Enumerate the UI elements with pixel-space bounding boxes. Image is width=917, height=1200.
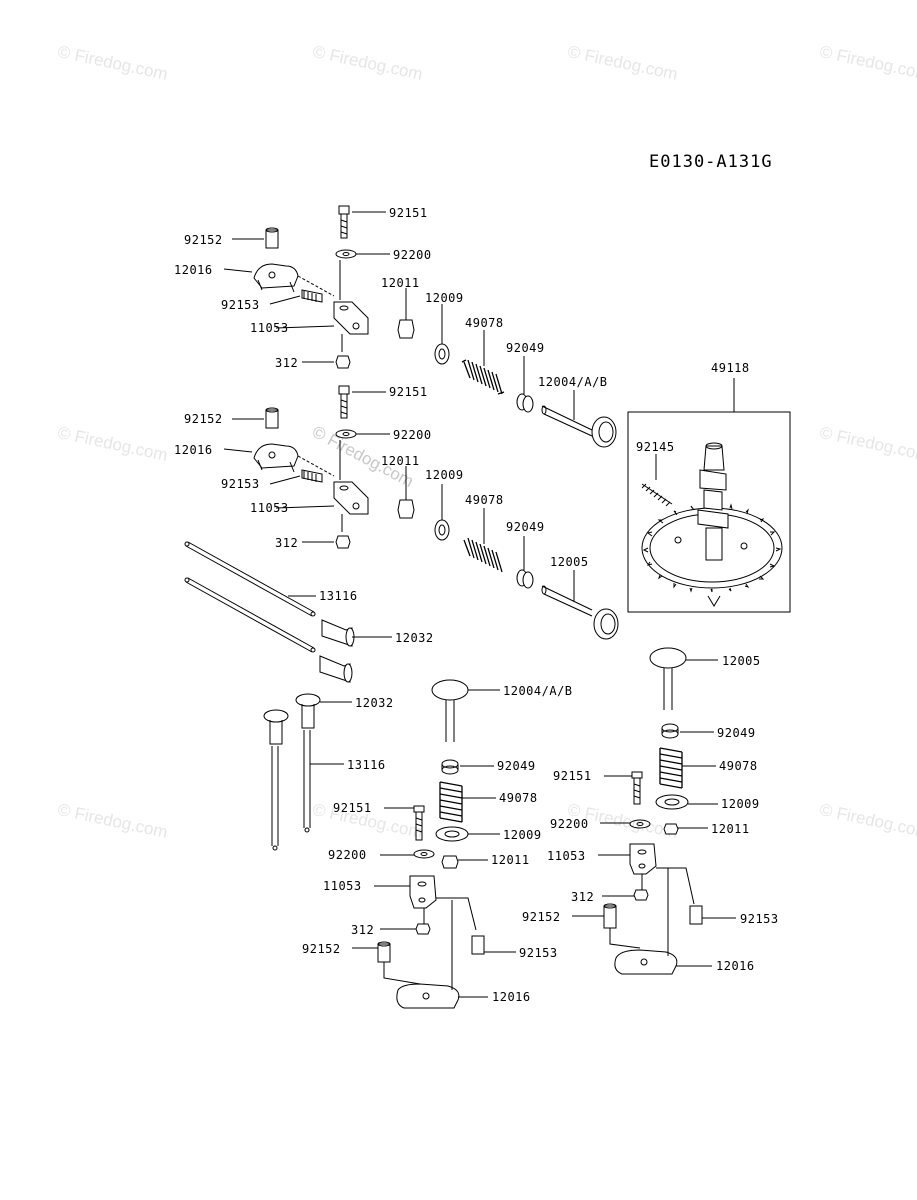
part-label: 11053 <box>547 849 586 863</box>
part-label: 92049 <box>506 520 545 534</box>
part-label: 92152 <box>184 412 223 426</box>
part-label: 92200 <box>393 428 432 442</box>
part-label: 92200 <box>550 817 589 831</box>
part-label: 49078 <box>465 316 504 330</box>
part-label: 11053 <box>250 321 289 335</box>
part-label: 312 <box>275 536 299 550</box>
part-label: 312 <box>351 923 375 937</box>
part-label: 12032 <box>355 696 394 710</box>
part-label: 12005 <box>722 654 761 668</box>
part-label: 12016 <box>174 263 213 277</box>
part-label: 12009 <box>503 828 542 842</box>
pushrods-vertical <box>263 693 321 851</box>
pushrods-upper <box>184 541 355 683</box>
part-label: 12009 <box>425 291 464 305</box>
part-label: 12004/A/B <box>503 684 573 698</box>
part-label: 92151 <box>553 769 592 783</box>
part-label: 49078 <box>719 759 758 773</box>
part-label: 12016 <box>492 990 531 1004</box>
part-label: 12011 <box>381 454 420 468</box>
part-label: 92153 <box>519 946 558 960</box>
part-label: 13116 <box>347 758 386 772</box>
part-label: 92200 <box>393 248 432 262</box>
part-label: 12009 <box>721 797 760 811</box>
rocker-assembly-lower <box>253 385 415 549</box>
part-label: 12005 <box>550 555 589 569</box>
part-label: 92153 <box>221 298 260 312</box>
part-label: 49078 <box>499 791 538 805</box>
valve-assembly-center <box>377 679 485 1009</box>
camshaft-box <box>627 378 791 613</box>
part-label: 92152 <box>302 942 341 956</box>
part-label: 12011 <box>711 822 750 836</box>
part-label: 92153 <box>740 912 779 926</box>
part-label: 92151 <box>389 385 428 399</box>
part-label: 49078 <box>465 493 504 507</box>
part-label: 92049 <box>506 341 545 355</box>
part-label: 12011 <box>491 853 530 867</box>
valve-train-lower <box>434 519 619 640</box>
part-label: 312 <box>275 356 299 370</box>
part-label: 12009 <box>425 468 464 482</box>
part-label: 92200 <box>328 848 367 862</box>
part-label: 12004/A/B <box>538 375 608 389</box>
valve-assembly-right <box>603 647 703 975</box>
part-label: 12016 <box>174 443 213 457</box>
part-label: 92049 <box>717 726 756 740</box>
part-label: 49118 <box>711 361 750 375</box>
part-label: 92152 <box>184 233 223 247</box>
diagram-id: E0130-A131G <box>649 152 773 172</box>
part-label: 11053 <box>250 501 289 515</box>
valve-train-upper <box>434 343 617 448</box>
leader-lines <box>223 211 736 998</box>
part-label: 92049 <box>497 759 536 773</box>
part-label: 92151 <box>389 206 428 220</box>
part-label: 11053 <box>323 879 362 893</box>
part-label: 312 <box>571 890 595 904</box>
part-label: 92145 <box>636 440 675 454</box>
part-label: 12032 <box>395 631 434 645</box>
part-label: 12016 <box>716 959 755 973</box>
part-label: 12011 <box>381 276 420 290</box>
part-label: 92151 <box>333 801 372 815</box>
rocker-assembly-upper <box>253 205 415 369</box>
part-label: 13116 <box>319 589 358 603</box>
part-label: 92153 <box>221 477 260 491</box>
part-label: 92152 <box>522 910 561 924</box>
